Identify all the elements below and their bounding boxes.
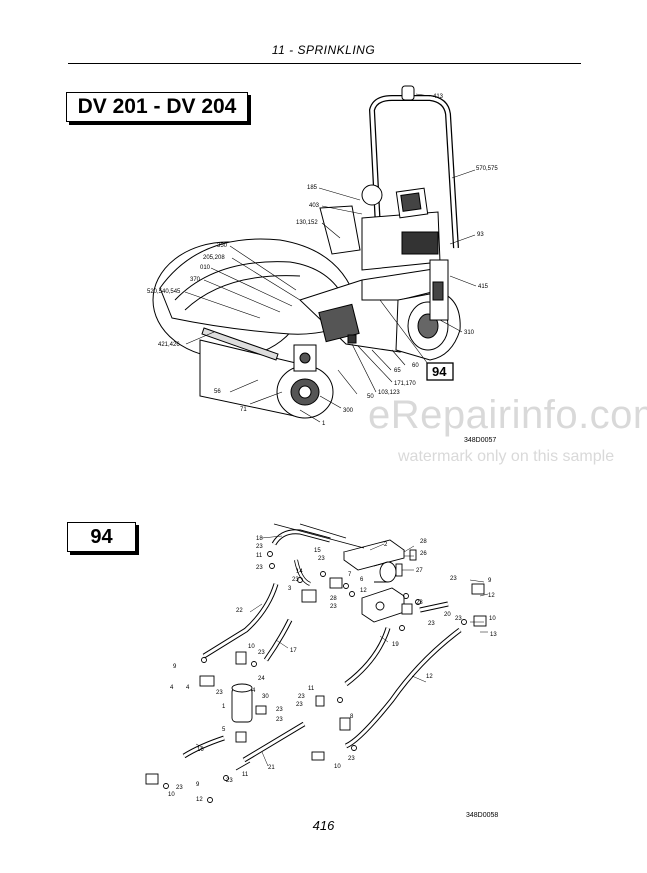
label-413: 413 xyxy=(433,94,444,100)
top-callout-labels: 413 570,575 185 403 130,152 93 350 205,2… xyxy=(147,94,498,427)
label-23: 23 xyxy=(258,650,265,656)
label-19: 19 xyxy=(392,642,399,648)
label-9: 9 xyxy=(173,664,177,670)
label-10: 10 xyxy=(248,644,255,650)
label-520-540-545: 520,540,545 xyxy=(147,289,181,295)
label-9: 9 xyxy=(196,782,200,788)
label-205-208: 205,208 xyxy=(203,255,225,261)
label-23: 23 xyxy=(455,616,462,622)
label-50: 50 xyxy=(367,394,374,400)
label-4: 4 xyxy=(186,685,190,691)
label-370: 370 xyxy=(190,277,201,283)
label-71: 71 xyxy=(240,407,247,413)
label-12: 12 xyxy=(488,593,495,599)
page-number: 416 xyxy=(312,818,335,833)
label-23: 23 xyxy=(226,778,233,784)
label-171-170: 171,170 xyxy=(394,381,416,387)
label-415: 415 xyxy=(478,284,489,290)
label-570-575: 570,575 xyxy=(476,166,498,172)
label-010: 010 xyxy=(200,265,211,271)
drawing-code-bottom: 348D0058 xyxy=(466,812,498,819)
roller-machine-illustration xyxy=(152,85,477,423)
label-310: 310 xyxy=(464,330,475,336)
label-7: 7 xyxy=(348,572,352,578)
label-1: 1 xyxy=(322,421,326,427)
label-22: 22 xyxy=(236,608,243,614)
label-10: 10 xyxy=(334,764,341,770)
label-23: 23 xyxy=(450,576,457,582)
label-23: 23 xyxy=(256,544,263,550)
label-65: 65 xyxy=(394,368,401,374)
label-21: 21 xyxy=(268,765,275,771)
label-11: 11 xyxy=(242,772,249,778)
detail-reference-box: 94 xyxy=(67,522,136,552)
label-23: 23 xyxy=(298,694,305,700)
label-2: 2 xyxy=(384,542,388,548)
label-23: 23 xyxy=(330,604,337,610)
label-18: 18 xyxy=(256,536,263,542)
label-185: 185 xyxy=(307,185,318,191)
label-17: 17 xyxy=(290,648,297,654)
label-3: 3 xyxy=(288,586,292,592)
label-4: 4 xyxy=(252,688,256,694)
bottom-callout-labels: 18 23 11 23 15 14 23 23 3 7 6 12 22 2 28… xyxy=(168,536,497,803)
label-19: 12 xyxy=(426,674,433,680)
model-range-box: DV 201 - DV 204 xyxy=(66,92,248,122)
label-60: 60 xyxy=(412,363,419,369)
label-130-152: 130,152 xyxy=(296,220,318,226)
label-24: 24 xyxy=(258,676,265,682)
label-56: 56 xyxy=(214,389,221,395)
label-13: 13 xyxy=(490,632,497,638)
watermark-main: eRepairinfo.com xyxy=(368,393,647,437)
label-5: 5 xyxy=(222,727,226,733)
label-12: 12 xyxy=(196,797,203,803)
label-20: 20 xyxy=(444,612,451,618)
label-23: 23 xyxy=(292,577,299,583)
label-23: 23 xyxy=(296,702,303,708)
label-10: 10 xyxy=(168,792,175,798)
label-23: 23 xyxy=(428,621,435,627)
label-23: 23 xyxy=(318,556,325,562)
label-23: 23 xyxy=(348,756,355,762)
watermark-sub: watermark only on this sample xyxy=(398,448,615,465)
label-6: 6 xyxy=(360,577,364,583)
label-30: 30 xyxy=(262,694,269,700)
label-403: 403 xyxy=(309,203,320,209)
label-28: 28 xyxy=(330,596,337,602)
label-23: 23 xyxy=(176,785,183,791)
label-10: 10 xyxy=(489,616,496,622)
label-9: 9 xyxy=(488,578,492,584)
label-1: 1 xyxy=(222,704,226,710)
label-23: 23 xyxy=(276,717,283,723)
label-8: 8 xyxy=(350,714,354,720)
label-23: 23 xyxy=(216,690,223,696)
label-28: 28 xyxy=(420,539,427,545)
label-23: 23 xyxy=(256,565,263,571)
label-421-426: 421,426 xyxy=(158,342,180,348)
label-27: 27 xyxy=(416,568,423,574)
ref-94-callout xyxy=(426,362,454,381)
drawing-code-top: 348D0057 xyxy=(464,437,496,444)
label-11: 11 xyxy=(308,686,315,692)
label-300: 300 xyxy=(343,408,354,414)
label-16: 16 xyxy=(197,747,204,753)
label-103-123: 103,123 xyxy=(378,390,400,396)
header-rule xyxy=(68,63,581,64)
label-11: 11 xyxy=(256,553,263,559)
label-12: 12 xyxy=(360,588,367,594)
label-350: 350 xyxy=(217,243,228,249)
ref-94-label: 94 xyxy=(432,364,447,379)
label-4: 4 xyxy=(170,685,174,691)
label-23: 23 xyxy=(276,707,283,713)
sprinkling-hose-diagram xyxy=(145,523,489,803)
label-93: 93 xyxy=(477,232,484,238)
section-title: 11 - SPRINKLING xyxy=(271,43,376,57)
label-15: 15 xyxy=(314,548,321,554)
label-26: 26 xyxy=(420,551,427,557)
label-14: 14 xyxy=(296,569,303,575)
label-23: 23 xyxy=(416,600,423,606)
